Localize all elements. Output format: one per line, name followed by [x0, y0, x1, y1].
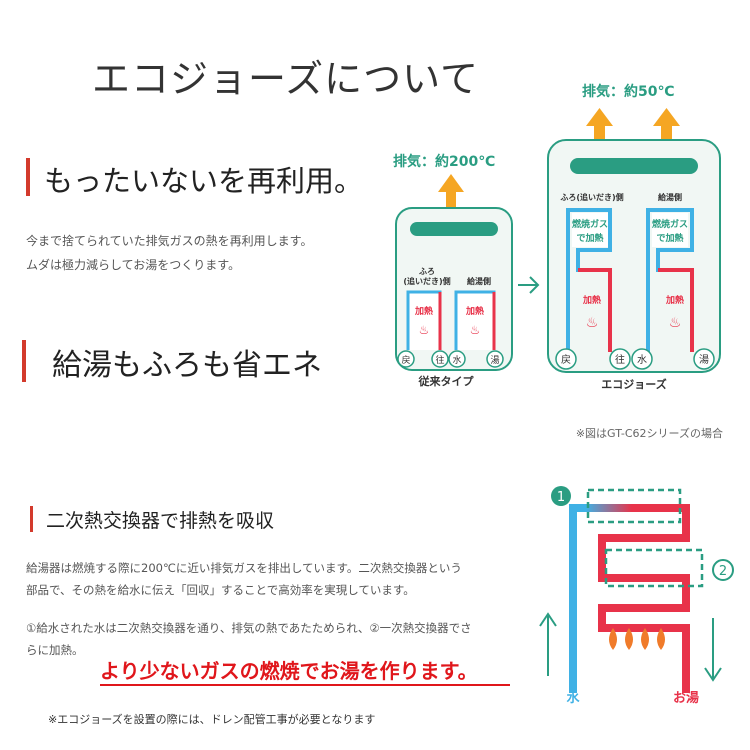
flame-icon: [609, 628, 617, 650]
old-type-unit: 排気：約200℃ ふろ (追いだき)側 給湯側 加熱 ♨ 加熱 ♨ 戻 往 水 …: [393, 153, 513, 388]
arrow-down-icon: [704, 618, 722, 682]
section1-heading: もったいないを再利用。: [44, 164, 364, 198]
port-water: [448, 350, 466, 368]
section-marker: [30, 506, 33, 532]
port-go-label: 往: [615, 353, 625, 366]
section3-p1-line1: 給湯器は燃焼する際に200℃に近い排気ガスを排出しています。二次熱交換器という: [26, 561, 462, 575]
old-supply-label: 給湯側: [467, 276, 491, 286]
eco-supply-chamber: [652, 213, 688, 247]
port-hot: [693, 348, 715, 370]
eco-heat-label-1: 加熱: [582, 294, 601, 306]
burner-flames: [609, 628, 665, 650]
eco-gas-heat-d: で加熱: [656, 232, 683, 244]
hot-water-label: お湯: [673, 690, 699, 706]
eco-burner-bar: [570, 158, 698, 174]
badge-2: [712, 559, 734, 581]
hot-pipe: [598, 504, 690, 693]
flame-icon: [641, 628, 649, 650]
port-return: [397, 350, 415, 368]
flame-icon: [657, 628, 665, 650]
secondary-exchanger-box: [586, 488, 682, 524]
port-water: [631, 348, 653, 370]
port-return: [555, 348, 577, 370]
old-caption: 従来タイプ: [418, 374, 475, 388]
section3-heading: 二次熱交換器で排熱を吸収: [46, 510, 275, 532]
pipe-gradient: [586, 504, 632, 512]
arrow-up-icon: [539, 612, 557, 676]
section-marker: [26, 158, 30, 196]
eco-supply-label: 給湯側: [658, 192, 682, 202]
port-hot: [486, 350, 504, 368]
flame-icon: [625, 628, 633, 650]
flame-icon: ♨: [669, 315, 682, 331]
eco-bath-label: ふろ(追いだき)側: [560, 192, 623, 202]
eco-caption: エコジョーズ: [601, 377, 666, 391]
flame-icon: ♨: [586, 315, 599, 331]
heat-exchanger-diagram: 1 2 水 お湯: [539, 486, 734, 706]
port-return-label: 戻: [561, 353, 571, 366]
exhaust-arrow-head-icon: [586, 108, 613, 126]
section3-p2-line1: ①給水された水は二次熱交換器を通り、排気の熱であたためられ、②一次熱交換器でさ: [26, 621, 472, 635]
old-bath-chamber: [410, 294, 438, 340]
eco-gas-heat-a: 燃焼ガス: [572, 218, 608, 230]
section1-line1: 今まで捨てられていた排気ガスの熱を再利用します。: [26, 234, 313, 248]
eco-type-unit: 排気：約50℃ ふろ(追いだき)側 給湯側 燃焼ガス で加熱 加熱 ♨ 燃焼ガス…: [547, 83, 721, 391]
port-go: [609, 348, 631, 370]
old-heat-label-2: 加熱: [465, 305, 484, 317]
water-label: 水: [566, 690, 580, 706]
port-hot-label: 湯: [490, 355, 499, 366]
diagram-footnote: ※図はGT-C62シリーズの場合: [576, 426, 723, 440]
section3-p1-line2: 部品で、その熱を給水に伝え「回収」することで高効率を実現しています。: [26, 583, 415, 597]
eco-exhaust-label: 排気：約50℃: [582, 83, 674, 100]
highlight-text: より少ないガスの燃焼でお湯を作ります。: [100, 658, 510, 686]
old-bath-label-1: ふろ: [419, 267, 435, 276]
old-bath-label-2: (追いだき)側: [403, 276, 450, 286]
exhaust-arrow-head-icon: [653, 108, 680, 126]
port-return-label: 戻: [401, 354, 410, 366]
primary-exchanger-box: [604, 548, 704, 588]
installation-note: ※エコジョーズを設置の際には、ドレン配管工事が必要となります: [48, 713, 376, 726]
flame-icon: ♨: [419, 323, 430, 337]
section3-p2-line2: らに加熱。: [26, 643, 84, 657]
eco-bath-chamber: [572, 213, 608, 247]
port-go-label: 往: [435, 354, 444, 366]
section1-line2: ムダは極力減らしてお湯をつくります。: [26, 258, 241, 272]
eco-gas-heat-c: 燃焼ガス: [652, 218, 688, 230]
badge-1: [551, 486, 571, 506]
badge-1-label: 1: [557, 490, 565, 505]
old-burner-bar: [410, 222, 498, 236]
eco-bath-pipe-red: [578, 268, 612, 352]
section-marker: [22, 340, 26, 382]
old-heat-label-1: 加熱: [414, 305, 433, 317]
comparison-diagram: 排気：約200℃ ふろ (追いだき)側 給湯側 加熱 ♨ 加熱 ♨ 戻 往 水 …: [393, 83, 723, 440]
old-supply-pipe-blue: [454, 290, 496, 350]
port-water-label: 水: [637, 354, 647, 366]
page-title: エコジョーズについて: [92, 57, 479, 101]
eco-gas-heat-b: で加熱: [576, 232, 603, 244]
eco-supply-pipe-red: [658, 268, 694, 352]
eco-heat-label-2: 加熱: [665, 294, 684, 306]
section2-heading: 給湯もふろも省エネ: [52, 348, 322, 383]
eco-unit-box: [547, 139, 721, 373]
exhaust-arrow-head-icon: [438, 174, 464, 192]
badge-2-label: 2: [719, 564, 727, 579]
port-water-label: 水: [452, 354, 461, 366]
old-exhaust-label: 排気：約200℃: [393, 153, 495, 170]
port-hot-label: 湯: [699, 353, 709, 366]
arrow-right-icon: [518, 276, 540, 294]
port-go: [431, 350, 449, 368]
flame-icon: ♨: [470, 323, 481, 337]
